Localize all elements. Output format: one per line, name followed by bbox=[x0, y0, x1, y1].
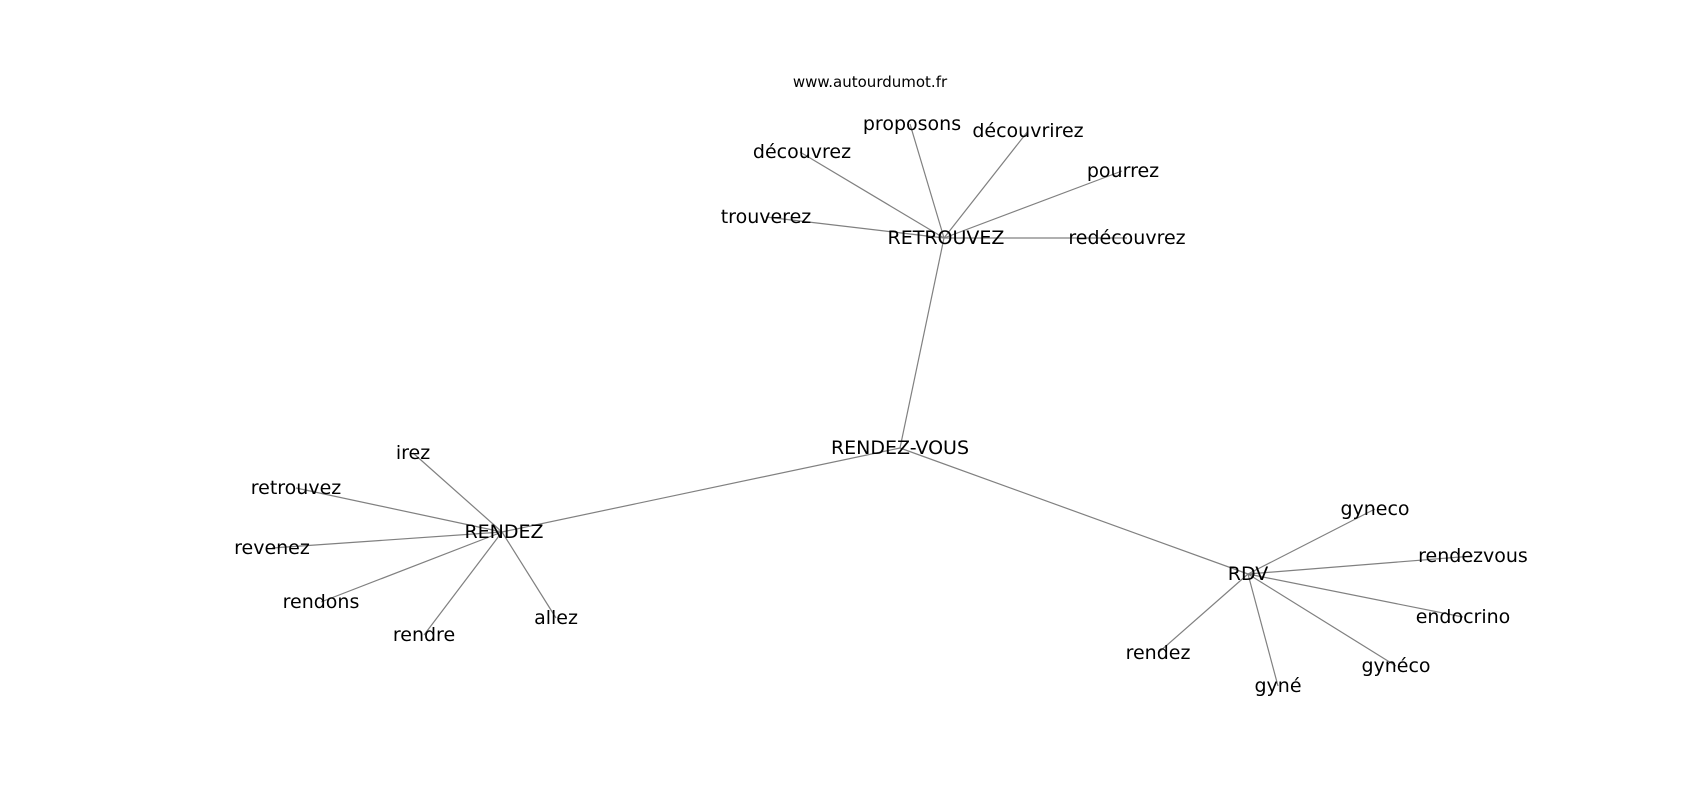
edge-rendez-hub-revenez bbox=[271, 531, 503, 549]
edge-retrouvez-hub-trouverez bbox=[765, 216, 945, 239]
node-rendez: rendez bbox=[1126, 642, 1191, 664]
edge-rdv-hub-rendezvous bbox=[1247, 555, 1474, 575]
edge-rendez-vous-retrouvez-hub bbox=[899, 237, 945, 449]
node-allez: allez bbox=[534, 607, 578, 629]
node-gyneco-accent: gynéco bbox=[1361, 655, 1430, 677]
node-rendons: rendons bbox=[283, 591, 360, 613]
node-proposons: proposons bbox=[863, 113, 961, 135]
edge-retrouvez-hub-pourrez bbox=[943, 170, 1123, 239]
edge-retrouvez-hub-decouvrirez bbox=[943, 130, 1029, 239]
node-rendre: rendre bbox=[393, 624, 455, 646]
node-retrouvez: retrouvez bbox=[251, 477, 342, 499]
edge-retrouvez-hub-decouvrez bbox=[799, 151, 945, 239]
node-rdv-hub: RDV bbox=[1228, 563, 1269, 585]
node-trouverez: trouverez bbox=[721, 206, 812, 228]
node-redecouvrez: redécouvrez bbox=[1068, 227, 1185, 249]
edge-rdv-hub-gyneco bbox=[1247, 508, 1376, 575]
node-irez: irez bbox=[396, 442, 430, 464]
edge-rendez-hub-rendre bbox=[423, 531, 503, 636]
edge-rendez-hub-rendons bbox=[320, 531, 503, 603]
node-rendez-hub: RENDEZ bbox=[464, 521, 543, 543]
edge-rendez-hub-irez bbox=[412, 452, 503, 533]
node-rendez-vous: RENDEZ-VOUS bbox=[831, 437, 969, 459]
node-rendezvous: rendezvous bbox=[1418, 545, 1528, 567]
edge-rdv-hub-gyne bbox=[1247, 573, 1279, 687]
edge-rendez-hub-allez bbox=[501, 531, 557, 619]
node-decouvrirez: découvrirez bbox=[972, 120, 1083, 142]
node-revenez: revenez bbox=[234, 537, 310, 559]
source-label: www.autourdumot.fr bbox=[793, 73, 948, 91]
edge-rdv-hub-rendez bbox=[1157, 573, 1249, 654]
node-gyneco: gyneco bbox=[1340, 498, 1409, 520]
edge-rdv-hub-gyneco-accent bbox=[1247, 573, 1397, 667]
edge-retrouvez-hub-proposons bbox=[909, 123, 945, 239]
node-gyne: gyné bbox=[1254, 675, 1301, 697]
edge-layer bbox=[271, 123, 1474, 687]
node-retrouvez-hub: RETROUVEZ bbox=[888, 227, 1005, 249]
node-layer: RENDEZ-VOUS RETROUVEZ RENDEZ RDV proposons dé… bbox=[234, 113, 1528, 697]
edge-rendez-vous-rendez-hub bbox=[501, 447, 901, 533]
node-endocrino: endocrino bbox=[1416, 606, 1511, 628]
node-pourrez: pourrez bbox=[1087, 160, 1159, 182]
edge-rendez-hub-retrouvez bbox=[295, 487, 503, 533]
edge-rendez-vous-rdv-hub bbox=[899, 447, 1249, 575]
edge-rdv-hub-endocrino bbox=[1247, 573, 1464, 618]
node-decouvrez: découvrez bbox=[753, 141, 851, 163]
